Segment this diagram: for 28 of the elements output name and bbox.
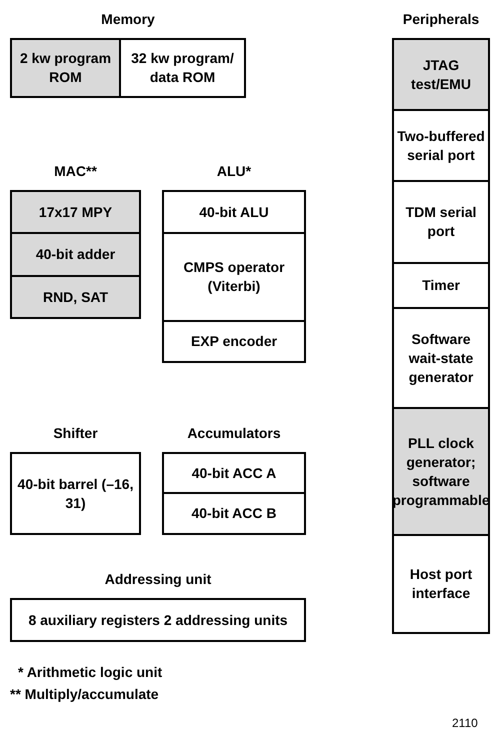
unit-box: Two-buffered serial port xyxy=(392,109,490,182)
group-heading: ALU* xyxy=(216,162,252,181)
unit-box: 40-bit ACC A xyxy=(162,452,306,494)
unit-box: 17x17 MPY xyxy=(10,190,141,234)
unit-box: PLL clock generator; software programmable xyxy=(392,407,490,536)
unit-box: 32 kw program/ data ROM xyxy=(119,38,246,98)
footnote: * Arithmetic logic unit xyxy=(18,664,162,680)
unit-box: 40-bit ALU xyxy=(162,190,306,234)
unit-box: Host port interface xyxy=(392,534,490,634)
unit-box: 40-bit ACC B xyxy=(162,492,306,535)
unit-box: JTAG test/EMU xyxy=(392,38,490,111)
group-heading: Memory xyxy=(100,10,156,29)
footnote: ** Multiply/accumulate xyxy=(10,686,159,702)
unit-box: 40-bit adder xyxy=(10,232,141,277)
unit-box: Timer xyxy=(392,262,490,309)
unit-box: 2 kw program ROM xyxy=(10,38,121,98)
group-heading: Peripherals xyxy=(402,10,480,29)
group-heading: Addressing unit xyxy=(104,570,212,589)
unit-box: EXP encoder xyxy=(162,320,306,363)
unit-box: 40-bit barrel (–16, 31) xyxy=(10,452,141,535)
unit-box: RND, SAT xyxy=(10,275,141,319)
unit-box: 8 auxiliary registers 2 addressing units xyxy=(10,598,306,642)
unit-box: TDM serial port xyxy=(392,180,490,264)
figure-number: 2110 xyxy=(452,716,478,730)
group-heading: Shifter xyxy=(52,424,99,443)
group-heading: MAC** xyxy=(53,162,98,181)
group-heading: Accumulators xyxy=(186,424,282,443)
unit-box: CMPS operator (Viterbi) xyxy=(162,232,306,322)
